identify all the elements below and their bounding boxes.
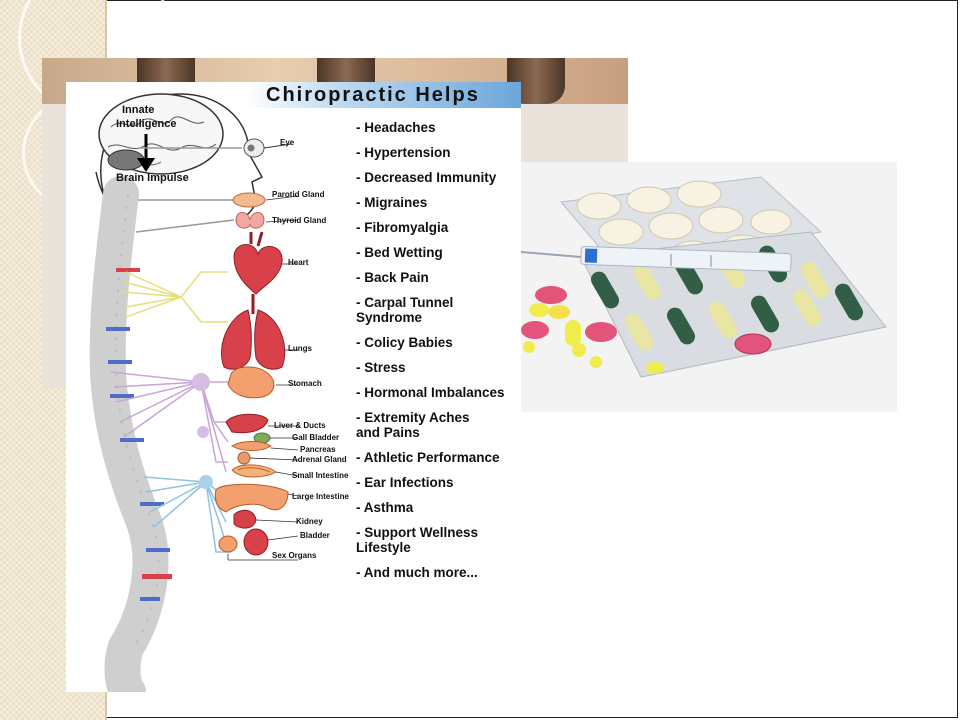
condition-item: - Hypertension: [356, 145, 451, 160]
lungs-icon: [220, 294, 286, 370]
title-bar: [246, 82, 521, 108]
pills-and-syringe-photo: [521, 162, 897, 412]
kidney-icon: [233, 509, 257, 529]
brain-label-intelligence: Intelligence: [116, 118, 177, 130]
brain-icon: [98, 93, 224, 175]
pills-illustration: [521, 176, 887, 378]
heart-icon: [233, 231, 283, 295]
chiropractic-chart: Chiropractic Helps: [66, 82, 521, 692]
blister-pack-icon: [560, 176, 823, 268]
condition-item: - Bed Wetting: [356, 245, 443, 260]
pancreas-icon: [231, 441, 272, 451]
down-arrow-icon: [137, 134, 155, 172]
organ-label-pancreas: Pancreas: [300, 445, 336, 454]
organ-label-liver-ducts: Liver & Ducts: [274, 421, 326, 430]
organ-label-gall-bladder: Gall Bladder: [292, 433, 340, 442]
organ-label-parotid-gland: Parotid Gland: [272, 190, 325, 199]
syringe-icon: [521, 245, 792, 273]
condition-item: - Support Wellness Lifestyle: [356, 525, 479, 555]
organ-label-thyroid-gland: Thyroid Gland: [272, 216, 327, 225]
organ-label-sex-organs: Sex Organs: [272, 551, 317, 560]
bladder-icon: [243, 528, 269, 556]
label-leaders-icon: [227, 195, 299, 561]
parotid-gland-icon: [232, 192, 266, 208]
condition-item: - Athletic Performance: [356, 450, 500, 465]
large-intestine-icon: [214, 483, 289, 513]
spine-icon: [89, 176, 172, 692]
condition-item: - Decreased Immunity: [356, 170, 497, 185]
condition-item: - Hormonal Imbalances: [356, 385, 505, 400]
condition-item: - Asthma: [356, 500, 414, 515]
organ-label-bladder: Bladder: [300, 531, 330, 540]
brain-impulse-label: Brain Impulse: [116, 172, 189, 184]
liver-icon: [225, 413, 269, 434]
capsule-pack-icon: [580, 231, 887, 378]
loose-pills-icon: [521, 286, 664, 374]
condition-item: - Stress: [356, 360, 406, 375]
nervous-system-diagram: [89, 93, 299, 692]
condition-item: - Migraines: [356, 195, 428, 210]
condition-item: - Headaches: [356, 120, 436, 135]
organ-label-heart: Heart: [288, 258, 309, 267]
condition-item: - Back Pain: [356, 270, 429, 285]
chart-title: Chiropractic Helps: [266, 84, 480, 106]
organ-label-stomach: Stomach: [288, 379, 322, 388]
organ-label-small-intestine: Small Intestine: [292, 471, 349, 480]
condition-item: - Carpal Tunnel Syndrome: [356, 295, 454, 325]
organ-label-large-intestine: Large Intestine: [292, 492, 349, 501]
brain-label-innate: Innate: [122, 104, 155, 116]
condition-item: - Ear Infections: [356, 475, 454, 490]
organ-label-adrenal-gland: Adrenal Gland: [292, 455, 347, 464]
condition-item: - Fibromyalgia: [356, 220, 449, 235]
organ-label-kidney: Kidney: [296, 517, 323, 526]
stomach-icon: [227, 366, 275, 399]
condition-item: - And much more...: [356, 565, 478, 580]
eye-icon: [243, 138, 292, 158]
organ-label-eye: Eye: [280, 138, 295, 147]
organ-label-lungs: Lungs: [288, 344, 312, 353]
conditions-list: - Headaches - Hypertension - Decreased I…: [356, 120, 521, 590]
condition-item: - Extremity Aches and Pains: [356, 410, 470, 440]
condition-item: - Colicy Babies: [356, 335, 453, 350]
adrenal-gland-icon: [237, 451, 251, 465]
thyroid-gland-icon: [235, 212, 265, 229]
small-intestine-icon: [231, 464, 277, 478]
sex-organs-icon: [218, 535, 238, 553]
